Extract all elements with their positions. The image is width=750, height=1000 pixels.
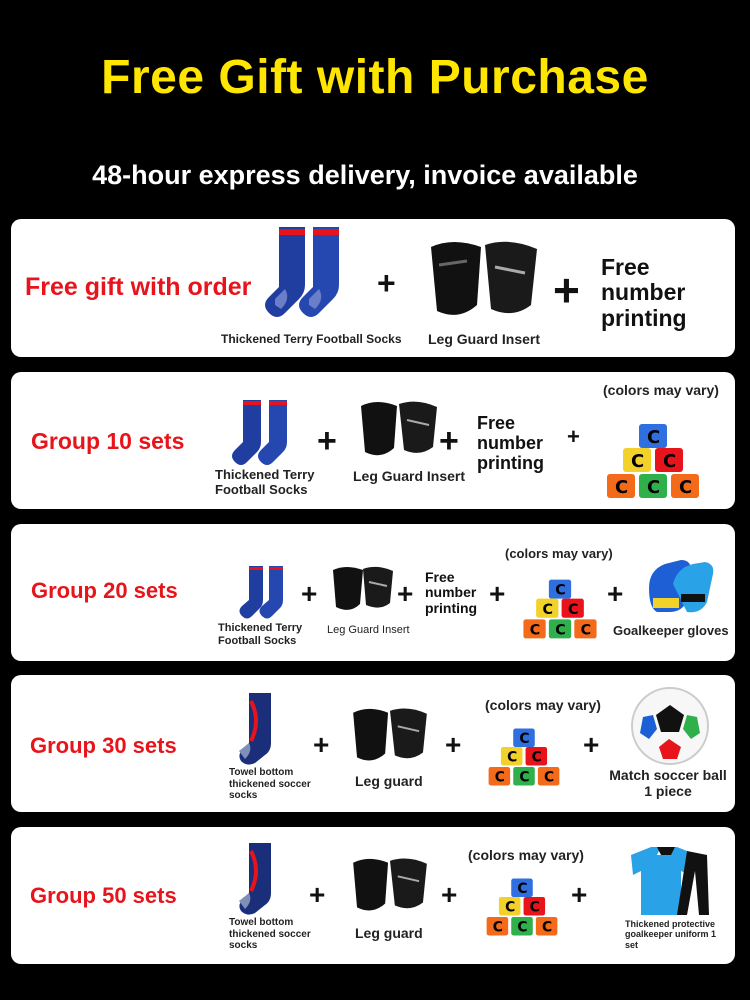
guard-caption: Leg Guard Insert: [428, 331, 541, 347]
svg-text:C: C: [647, 477, 660, 498]
plus-sign: +: [607, 578, 624, 609]
plus-sign: +: [445, 729, 462, 760]
socks-caption: Thickened Terry Football Socks: [218, 622, 303, 647]
card-label: Free gift with order: [25, 273, 252, 301]
socks-caption: Towel bottom thickened soccer socks: [229, 767, 311, 801]
plus-sign: +: [571, 879, 588, 910]
shin-guard-icon: [353, 708, 427, 761]
socks-caption: Thickened Terry Football Socks: [221, 332, 402, 346]
plus-sign: +: [313, 729, 330, 760]
svg-text:C: C: [679, 477, 692, 498]
plus-sign: +: [489, 578, 506, 609]
gift-card-free[interactable]: Free gift with order Thickened Terry Foo…: [11, 219, 735, 357]
guard-caption: Leg Guard Insert: [353, 468, 466, 484]
svg-text:C: C: [519, 770, 529, 786]
gloves-caption: Goalkeeper gloves: [613, 623, 729, 638]
gift-card-20-sets[interactable]: Group 20 sets Thickened Terry Football S…: [11, 524, 735, 661]
gift-card-50-sets[interactable]: Group 50 sets Towel bottom thickened soc…: [11, 827, 735, 964]
socks-caption: Thickened Terry Football Socks: [215, 467, 315, 497]
svg-text:C: C: [517, 920, 527, 936]
svg-text:C: C: [555, 622, 566, 638]
svg-text:C: C: [581, 622, 592, 638]
svg-text:C: C: [647, 427, 660, 448]
colors-note: (colors may vary): [468, 847, 584, 863]
colors-note: (colors may vary): [485, 697, 601, 713]
page-subtitle: 48-hour express delivery, invoice availa…: [92, 160, 638, 190]
goalkeeper-uniform-icon: [631, 847, 709, 915]
svg-text:C: C: [544, 770, 554, 786]
page-title: Free Gift with Purchase: [101, 51, 649, 104]
free-printing-text: Free number printing: [601, 254, 687, 331]
sock-pair-icon: [239, 693, 271, 765]
card-label: Group 50 sets: [30, 883, 177, 908]
plus-sign: +: [377, 265, 396, 301]
plus-sign: +: [553, 264, 580, 316]
svg-text:C: C: [495, 770, 505, 786]
free-printing-text: Free number printing: [425, 569, 478, 616]
colors-note: (colors may vary): [505, 546, 613, 561]
free-printing-text: Free number printing: [477, 413, 544, 473]
svg-text:C: C: [519, 731, 529, 747]
svg-text:C: C: [543, 602, 554, 618]
goalkeeper-gloves-icon: [649, 560, 714, 613]
guard-caption: Leg Guard Insert: [327, 624, 410, 636]
svg-text:C: C: [555, 583, 566, 599]
uniform-caption: Thickened protective goalkeeper uniform …: [625, 919, 717, 950]
plus-sign: +: [567, 424, 580, 449]
svg-text:C: C: [663, 451, 676, 472]
svg-text:C: C: [631, 451, 644, 472]
shin-guard-icon: [333, 566, 393, 610]
colors-note: (colors may vary): [603, 382, 719, 398]
plus-sign: +: [397, 578, 414, 609]
socks-caption: Towel bottom thickened soccer socks: [229, 917, 311, 951]
gift-card-30-sets[interactable]: Group 30 sets Towel bottom thickened soc…: [11, 675, 735, 812]
svg-text:C: C: [542, 920, 552, 936]
guard-caption: Leg guard: [355, 925, 423, 941]
shin-guard-icon: [431, 241, 537, 315]
card-label: Group 10 sets: [31, 428, 185, 454]
plus-sign: +: [317, 422, 337, 460]
sock-pair-icon: [232, 400, 287, 465]
plus-sign: +: [583, 729, 600, 760]
svg-text:C: C: [493, 920, 503, 936]
svg-text:C: C: [505, 900, 515, 916]
sock-pair-icon: [265, 227, 339, 317]
svg-text:C: C: [507, 750, 517, 766]
card-label: Group 30 sets: [30, 733, 177, 758]
soccer-ball-icon: [631, 687, 709, 765]
svg-text:C: C: [568, 602, 579, 618]
plus-sign: +: [439, 422, 459, 460]
ball-caption: Match soccer ball 1 piece: [609, 767, 727, 800]
shin-guard-icon: [353, 858, 427, 911]
plus-sign: +: [309, 879, 326, 910]
svg-text:C: C: [530, 622, 541, 638]
sock-pair-icon: [239, 843, 271, 915]
svg-text:C: C: [532, 750, 542, 766]
plus-sign: +: [301, 578, 318, 609]
shin-guard-icon: [361, 401, 437, 456]
guard-caption: Leg guard: [355, 773, 423, 789]
svg-text:C: C: [517, 881, 527, 897]
svg-text:C: C: [530, 900, 540, 916]
gift-card-10-sets[interactable]: Group 10 sets Thickened Terry Football S…: [11, 372, 735, 509]
card-label: Group 20 sets: [31, 578, 178, 603]
svg-text:C: C: [615, 477, 628, 498]
plus-sign: +: [441, 879, 458, 910]
sock-pair-icon: [239, 566, 283, 619]
